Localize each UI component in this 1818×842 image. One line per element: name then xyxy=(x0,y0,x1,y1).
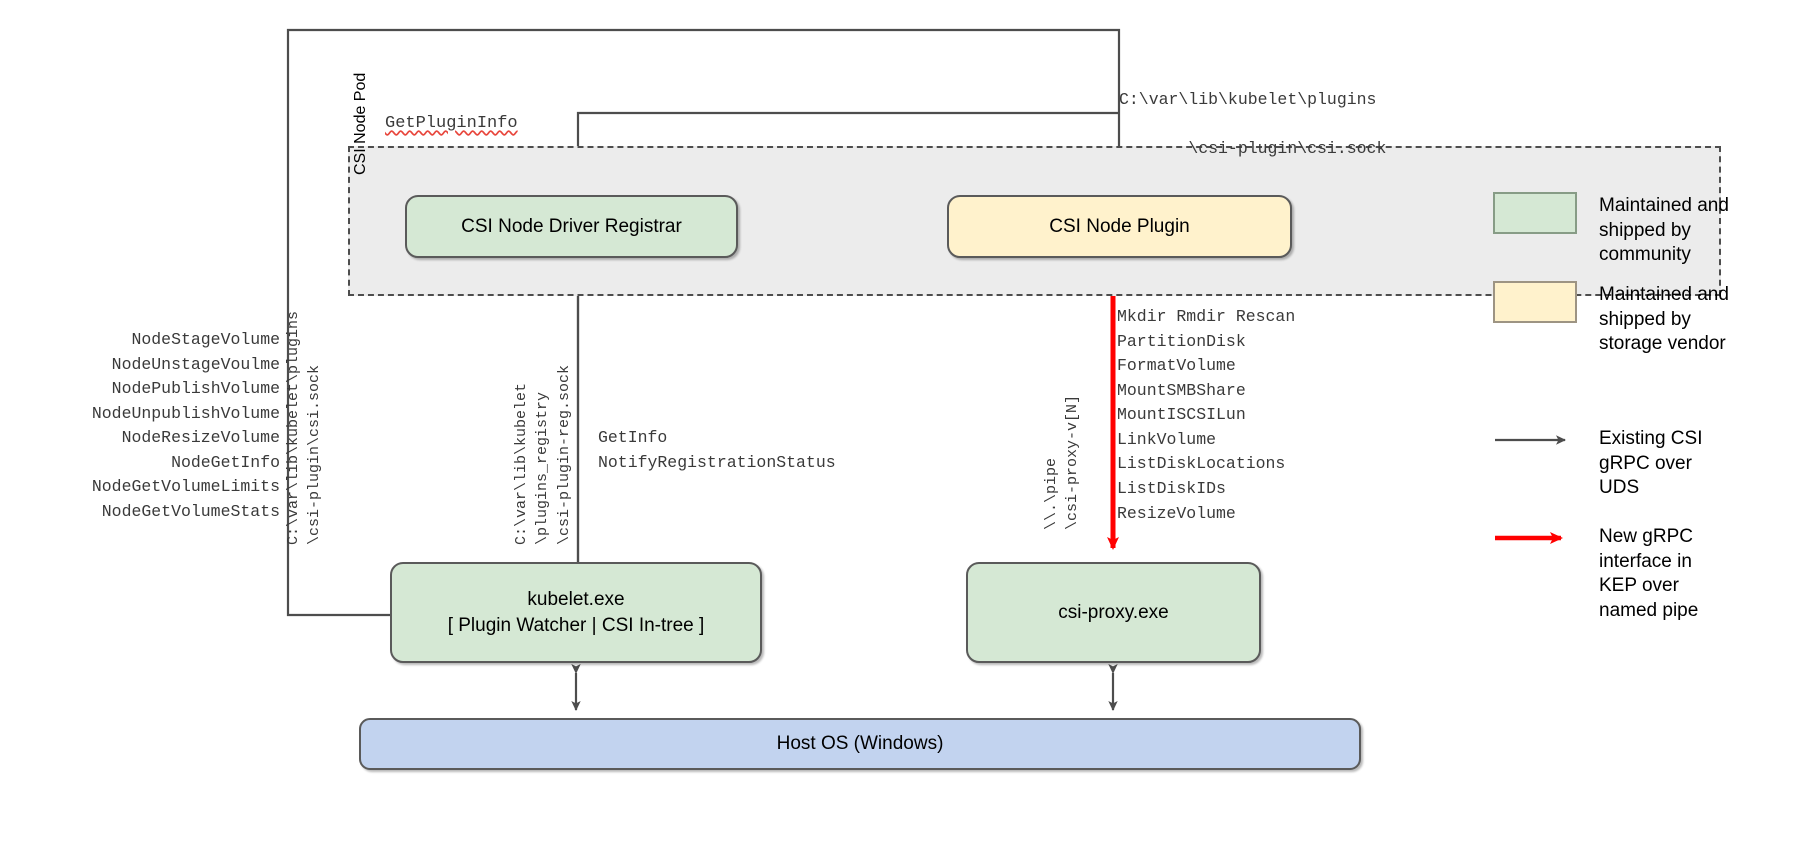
legend-label: Maintained and shipped by community xyxy=(1599,195,1729,266)
label-vertical-csi-plugin-socket-path: C:\var\lib\kubelet\plugins \csi-plugin\c… xyxy=(285,310,324,545)
node-csi-proxy-exe[interactable]: csi-proxy.exe xyxy=(966,562,1261,663)
node-label-line1: kubelet.exe xyxy=(527,589,625,611)
node-label: CSI Node Plugin xyxy=(1049,215,1190,237)
label-csi-plugin-socket-path: C:\var\lib\kubelet\plugins \csi-plugin\c… xyxy=(1119,88,1386,162)
node-csi-node-plugin[interactable]: CSI Node Plugin xyxy=(947,195,1292,258)
legend-label: Maintained and shipped by storage vendor xyxy=(1599,284,1729,355)
legend-label: New gRPC interface in KEP over named pip… xyxy=(1599,526,1699,622)
label-csi-proxy-api-methods: Mkdir Rmdir Rescan PartitionDisk FormatV… xyxy=(1117,307,1296,523)
label-vertical-plugins-registry-path: C:\var\lib\kubelet \plugins_registry \cs… xyxy=(513,364,573,545)
legend-item-existing-csi-grpc: Existing CSI gRPC over UDS xyxy=(1493,425,1702,501)
legend-red-arrow-icon xyxy=(1493,523,1577,553)
legend-swatch-green-icon xyxy=(1493,192,1577,234)
legend-item-community: Maintained and shipped by community xyxy=(1493,192,1729,268)
csi-node-pod-label: CSI Node Pod xyxy=(352,72,369,175)
label-line2: \csi-plugin\csi.sock xyxy=(1188,139,1387,159)
legend-item-storage-vendor: Maintained and shipped by storage vendor xyxy=(1493,281,1729,357)
node-kubelet-exe[interactable]: kubelet.exe [ Plugin Watcher | CSI In-tr… xyxy=(390,562,762,663)
label-get-plugin-info: GetPluginInfo xyxy=(385,114,518,133)
legend-gray-arrow-icon xyxy=(1493,425,1577,455)
label-vertical-named-pipe-path: \\.\pipe \csi-proxy-v[N] xyxy=(1043,394,1082,530)
label-get-plugin-info-text: GetPluginInfo xyxy=(385,114,518,133)
label-registration-methods: GetInfo NotifyRegistrationStatus xyxy=(598,428,836,472)
label-line1: C:\var\lib\kubelet\plugins xyxy=(1119,90,1377,109)
legend: Maintained and shipped by community Main… xyxy=(1493,0,1818,842)
legend-swatch-yellow-icon xyxy=(1493,281,1577,323)
edge-kubelet-to-node-plugin xyxy=(286,28,1124,617)
node-csi-node-driver-registrar[interactable]: CSI Node Driver Registrar xyxy=(405,195,738,258)
legend-item-new-grpc-named-pipe: New gRPC interface in KEP over named pip… xyxy=(1493,523,1698,624)
node-host-os[interactable]: Host OS (Windows) xyxy=(359,718,1361,770)
node-label: Host OS (Windows) xyxy=(776,733,944,755)
node-label: CSI Node Driver Registrar xyxy=(461,215,682,237)
legend-label: Existing CSI gRPC over UDS xyxy=(1599,428,1703,499)
node-label-line2: [ Plugin Watcher | CSI In-tree ] xyxy=(447,614,705,636)
label-csi-node-service-methods: NodeStageVolume NodeUnstageVoulme NodePu… xyxy=(91,330,280,522)
node-label: csi-proxy.exe xyxy=(1058,601,1169,623)
